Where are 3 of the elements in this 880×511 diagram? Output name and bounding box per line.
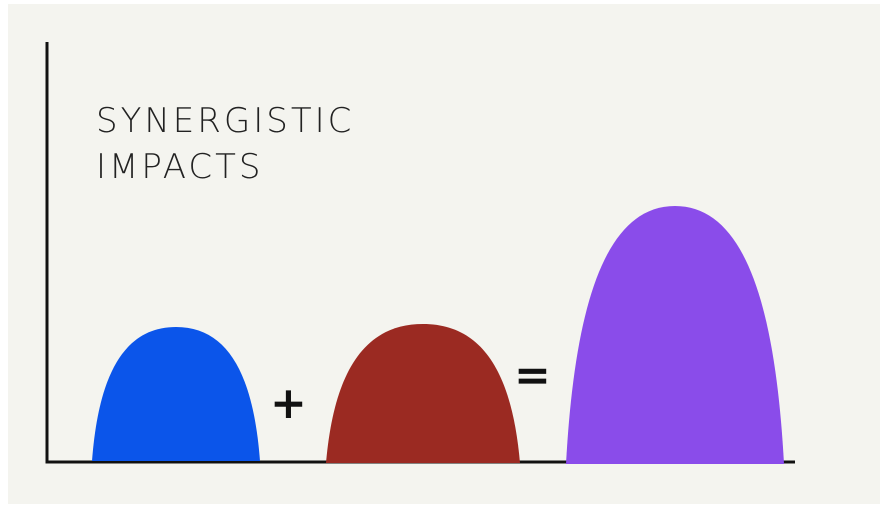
operator-sign: + <box>270 382 307 426</box>
title: SYNERGISTIC IMPACTS <box>96 100 356 189</box>
operator-sign: = <box>514 354 551 398</box>
